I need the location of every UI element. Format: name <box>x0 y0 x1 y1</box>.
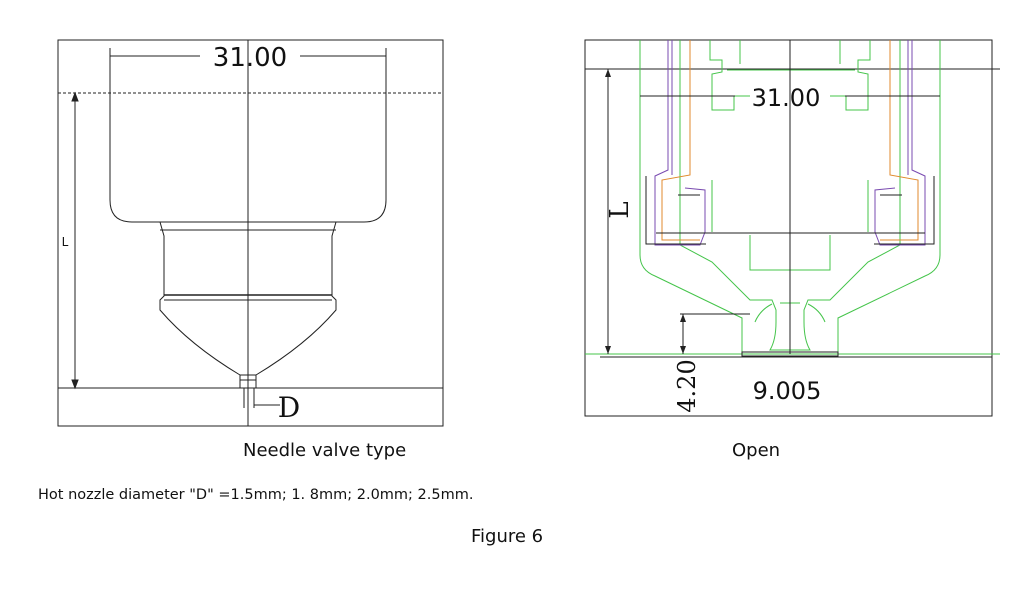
right-dark-structure <box>645 40 935 357</box>
right-length-arrow-top <box>605 69 611 77</box>
left-orifice-label: D <box>278 391 300 424</box>
right-purple-inner-parts <box>654 40 926 246</box>
right-height-dimension <box>680 313 750 354</box>
left-diameter-label: 31.00 <box>213 43 287 73</box>
right-open-nozzle-drawing <box>584 39 1000 417</box>
right-tip-label: 9.005 <box>753 377 822 405</box>
right-orange-inner-parts <box>661 40 919 241</box>
right-height-label: 4.20 <box>673 359 701 412</box>
left-length-arrow-bottom <box>71 379 79 390</box>
diameter-note: Hot nozzle diameter "D" =1.5mm; 1. 8mm; … <box>38 487 474 503</box>
left-caption: Needle valve type <box>243 440 407 461</box>
right-height-arrow-top <box>680 314 686 322</box>
left-needle-valve-drawing <box>57 39 444 427</box>
left-length-arrow-top <box>71 91 79 102</box>
left-length-label: L <box>62 235 69 249</box>
left-frame <box>57 39 444 427</box>
right-height-arrow-bottom <box>680 346 686 354</box>
right-length-label: L <box>605 201 635 218</box>
left-body-left-profile <box>159 221 241 388</box>
left-body-right-profile <box>255 221 337 388</box>
right-caption: Open <box>732 440 781 461</box>
right-length-arrow-bottom <box>605 346 611 354</box>
right-diameter-label: 31.00 <box>752 84 821 112</box>
figure-label: Figure 6 <box>471 526 544 547</box>
right-frame <box>584 39 993 417</box>
left-nozzle-head <box>109 93 387 223</box>
